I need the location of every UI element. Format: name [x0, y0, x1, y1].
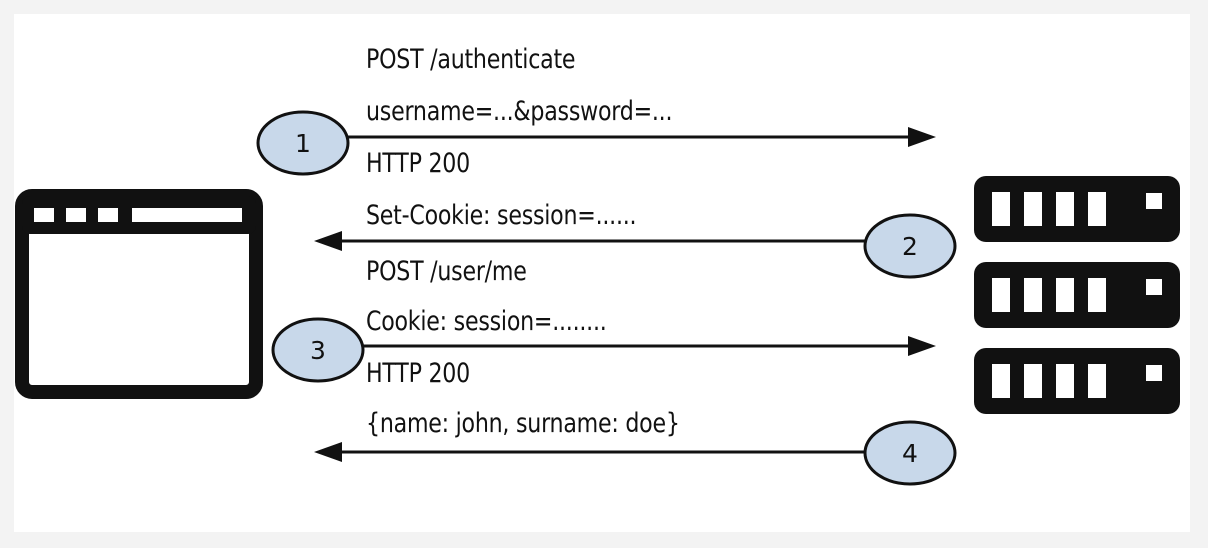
message-2-line-2: Set-Cookie: session=......	[366, 200, 637, 231]
message-1-line-1: POST /authenticate	[366, 44, 576, 75]
step-4-marker: 4	[863, 420, 957, 486]
browser-window-icon	[15, 189, 263, 399]
arrow-2-response	[314, 231, 870, 251]
arrow-4-response	[314, 442, 870, 462]
step-4-number: 4	[902, 439, 918, 468]
message-3-line-2: Cookie: session=........	[366, 306, 607, 337]
message-3-line-1: POST /user/me	[366, 256, 527, 287]
server-rack-icon	[974, 176, 1180, 414]
message-2-line-1: HTTP 200	[366, 148, 470, 179]
server-unit	[974, 176, 1180, 242]
step-1-number: 1	[295, 129, 311, 158]
server-unit	[974, 348, 1180, 414]
message-4-line-1: HTTP 200	[366, 358, 470, 389]
arrow-3-request	[348, 336, 936, 356]
step-2-marker: 2	[863, 213, 957, 279]
server-unit	[974, 262, 1180, 328]
message-4-line-2: {name: john, surname: doe}	[366, 408, 680, 439]
step-1-marker: 1	[256, 110, 350, 176]
step-3-number: 3	[310, 336, 326, 365]
message-1-line-2: username=...&password=...	[366, 96, 673, 127]
arrow-1-request	[348, 127, 936, 147]
step-3-marker: 3	[271, 317, 365, 383]
step-2-number: 2	[902, 232, 918, 261]
